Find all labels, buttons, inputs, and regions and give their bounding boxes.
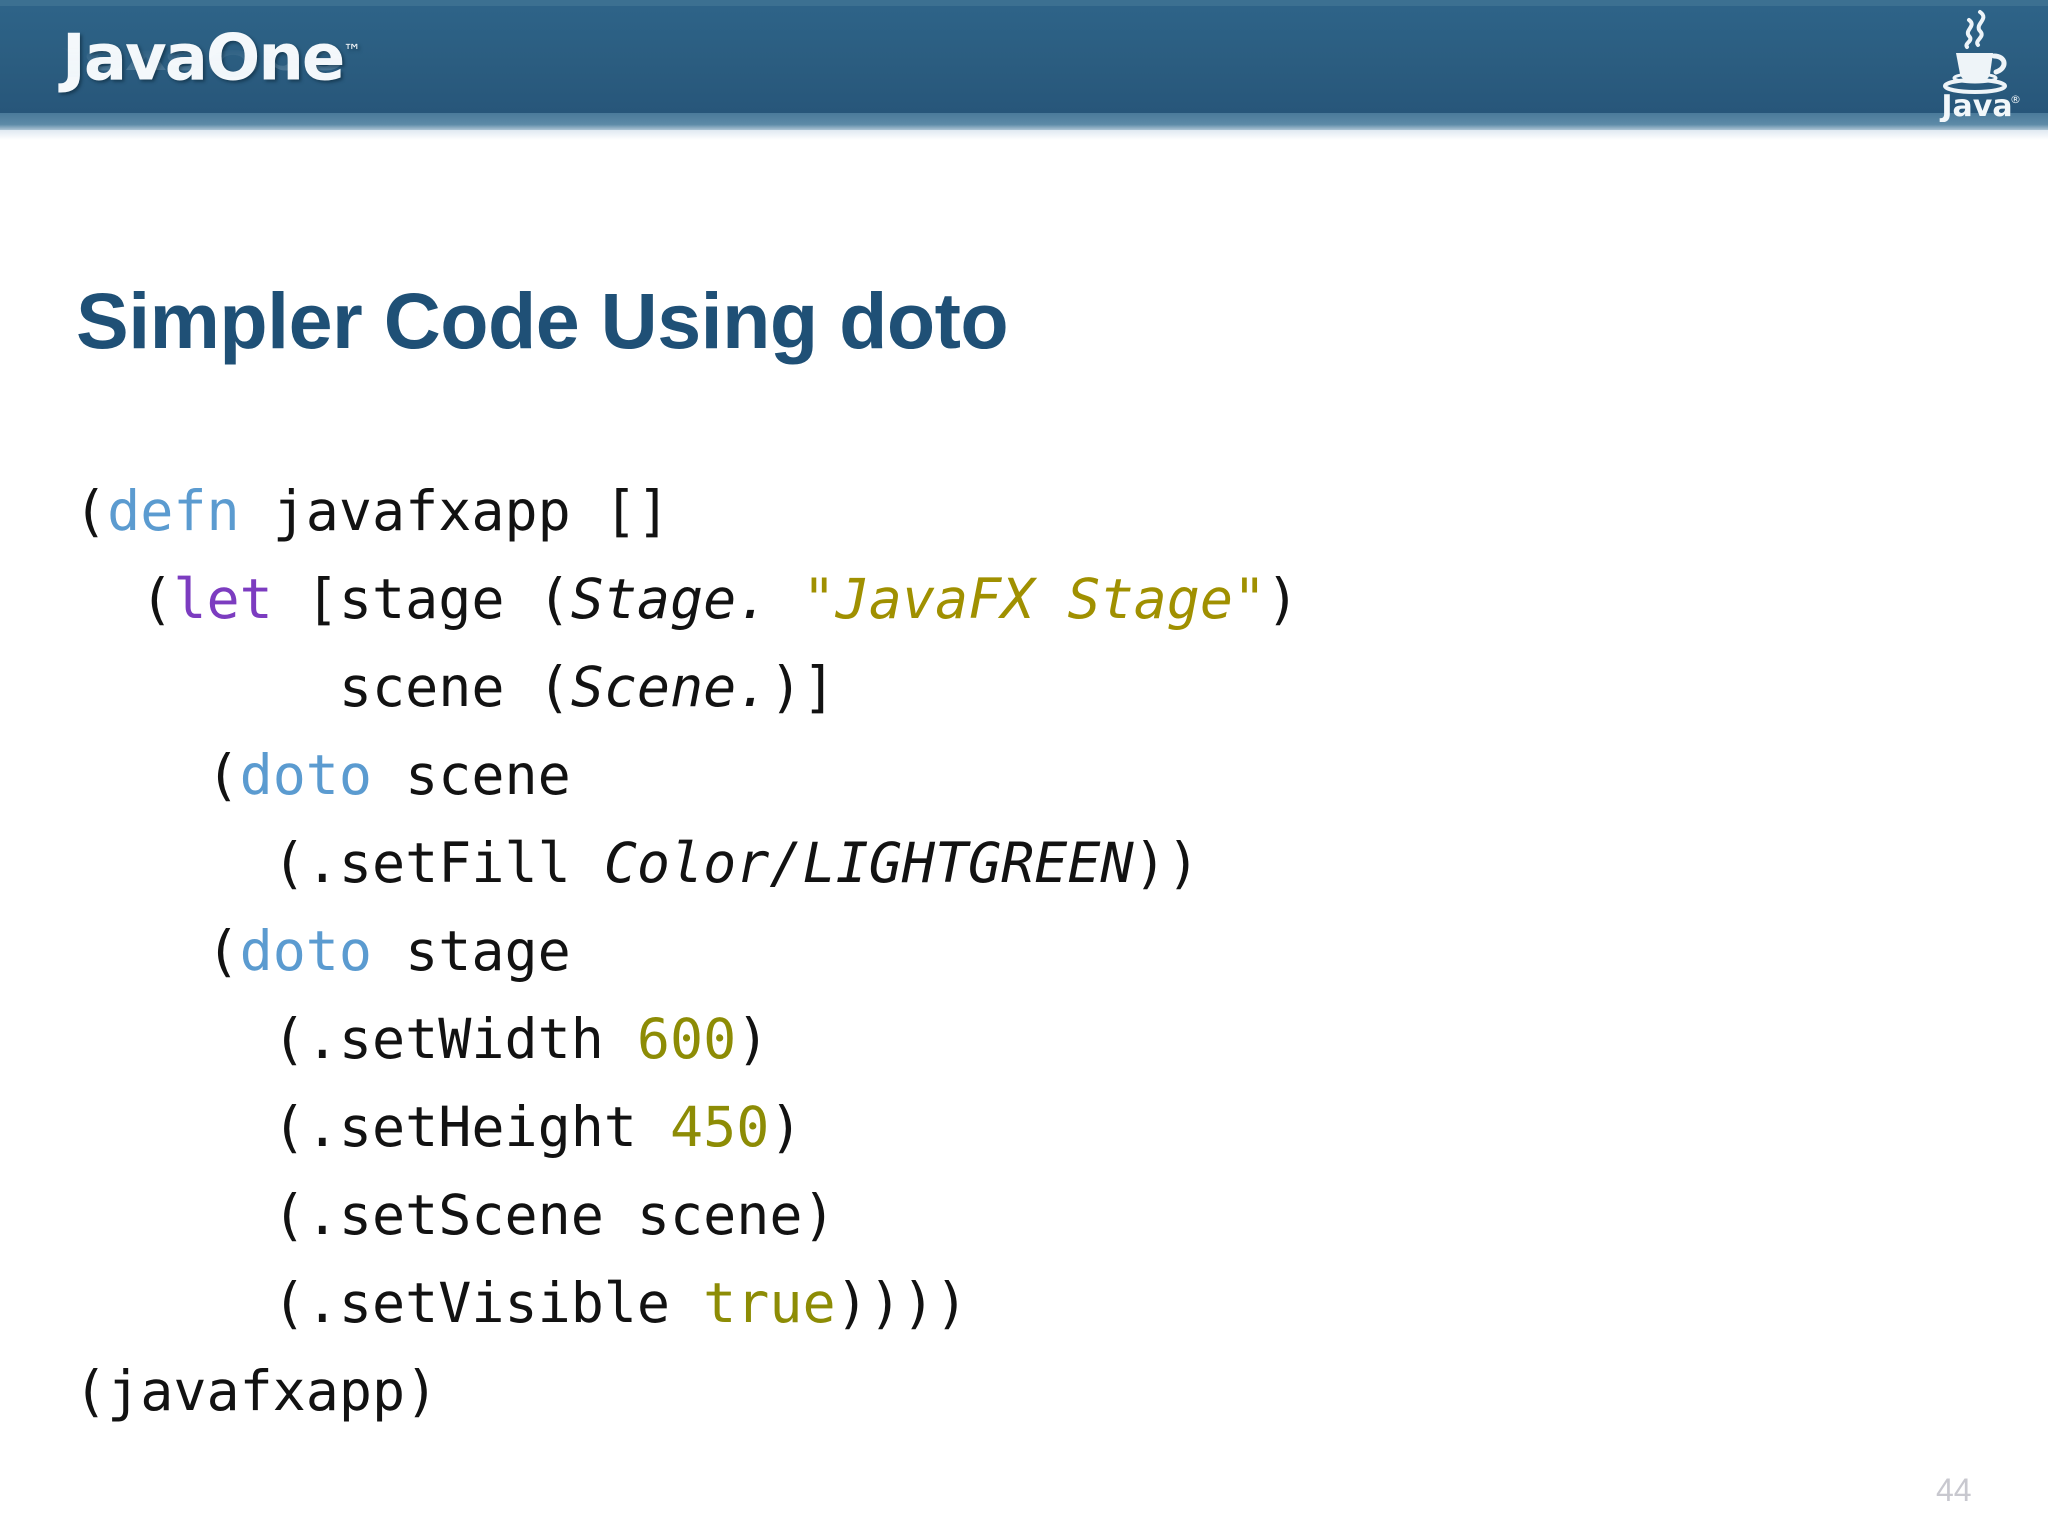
- javaone-logo: JavaOne™ JavaOne: [62, 16, 392, 124]
- page-title-emphasis: doto: [839, 275, 1009, 365]
- code-token-plain: )))): [835, 1271, 969, 1335]
- javaone-trademark-symbol: ™: [343, 41, 362, 62]
- code-token-fn: doto: [239, 919, 373, 983]
- code-token-plain: [769, 567, 802, 631]
- code-token-plain: (.setWidth: [74, 1007, 637, 1071]
- svg-text:Java: Java: [1939, 89, 2012, 122]
- page-title-normal: Simpler Code Using: [76, 275, 840, 365]
- code-token-plain: (javafxapp): [74, 1359, 439, 1423]
- code-token-plain: ): [1266, 567, 1300, 631]
- slide-page-number: 44: [1936, 1472, 1972, 1508]
- code-line: scene (Scene.)]: [74, 643, 1299, 731]
- code-token-plain: (.setScene scene): [74, 1183, 836, 1247]
- code-token-plain: ): [769, 1095, 803, 1159]
- code-token-plain: [stage (: [272, 567, 571, 631]
- code-token-plain: (: [74, 919, 240, 983]
- code-token-str: "JavaFX Stage": [802, 567, 1267, 631]
- header-top-hairline: [0, 0, 2048, 6]
- code-token-plain: scene: [372, 743, 571, 807]
- code-token-plain: (: [74, 567, 174, 631]
- code-token-plain: (: [74, 743, 240, 807]
- code-token-plain: javafxapp []: [239, 479, 671, 543]
- code-line: (defn javafxapp []: [74, 467, 1299, 555]
- java-cup-icon: Java ®: [1939, 10, 2021, 122]
- code-token-plain: (.setHeight: [74, 1095, 671, 1159]
- code-token-plain: ): [736, 1007, 770, 1071]
- code-line: (.setVisible true)))): [74, 1259, 1299, 1347]
- slide-header: JavaOne™ JavaOne Java ®: [0, 0, 2048, 140]
- code-line: (.setScene scene): [74, 1171, 1299, 1259]
- code-line: (let [stage (Stage. "JavaFX Stage"): [74, 555, 1299, 643]
- header-bottom-fade: [0, 130, 2048, 140]
- code-token-cls: Color/LIGHTGREEN: [603, 831, 1134, 895]
- code-line: (.setFill Color/LIGHTGREEN)): [74, 819, 1299, 907]
- code-token-kw: let: [173, 567, 273, 631]
- code-token-lit: true: [703, 1271, 836, 1335]
- code-token-plain: (.setVisible: [74, 1271, 704, 1335]
- code-token-plain: (: [74, 479, 108, 543]
- code-token-plain: scene (: [74, 655, 571, 719]
- page-title: Simpler Code Using doto: [76, 275, 1009, 367]
- svg-text:®: ®: [2010, 93, 2021, 106]
- javaone-wordmark: JavaOne™: [62, 16, 361, 94]
- code-line: (doto scene: [74, 731, 1299, 819]
- code-token-plain: (.setFill: [74, 831, 604, 895]
- code-token-num: 600: [636, 1007, 737, 1071]
- code-token-fn: doto: [239, 743, 373, 807]
- code-listing: (defn javafxapp [] (let [stage (Stage. "…: [74, 467, 1299, 1435]
- code-token-num: 450: [670, 1095, 770, 1159]
- header-sub-band: [0, 113, 2048, 132]
- code-line: (.setHeight 450): [74, 1083, 1299, 1171]
- code-line: (javafxapp): [74, 1347, 1299, 1435]
- code-token-fn: defn: [107, 479, 240, 543]
- code-line: (doto stage: [74, 907, 1299, 995]
- code-token-cls: Scene.: [570, 655, 770, 719]
- code-token-plain: stage: [372, 919, 571, 983]
- code-token-plain: )]: [769, 655, 836, 719]
- java-cup-logo: Java ®: [1930, 6, 2026, 122]
- header-band: [0, 0, 2048, 113]
- code-token-plain: )): [1133, 831, 1200, 895]
- javaone-wordmark-text: JavaOne: [62, 21, 345, 96]
- code-token-cls: Stage.: [570, 567, 770, 631]
- code-line: (.setWidth 600): [74, 995, 1299, 1083]
